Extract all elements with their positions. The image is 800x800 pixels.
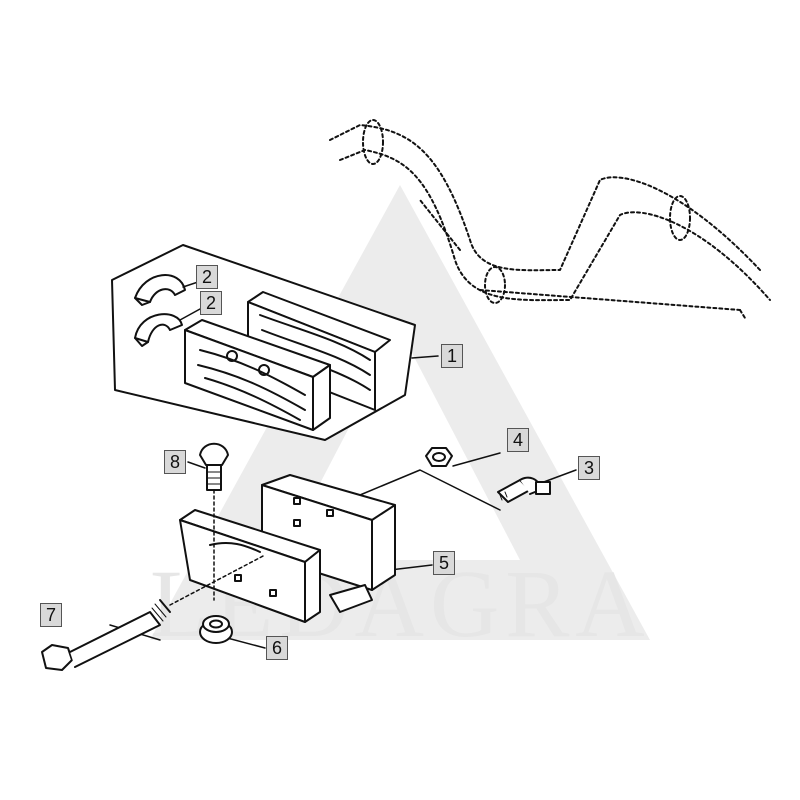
flange-nut: [199, 615, 233, 644]
callout-4: 4: [507, 428, 529, 452]
half-clamp-lower: [134, 313, 183, 347]
callout-7: 7: [40, 603, 62, 627]
callout-3: 3: [578, 456, 600, 480]
callout-6: 6: [266, 636, 288, 660]
hex-nut: [425, 447, 453, 467]
short-bolt: [199, 442, 229, 601]
callout-2-lower: 2: [200, 291, 222, 315]
front-block: [184, 319, 331, 431]
callout-2-upper: 2: [196, 265, 218, 289]
frame-pipe-dotted: [329, 119, 771, 319]
clamp-kit-panel: [111, 244, 416, 441]
rear-block: [247, 291, 391, 411]
callout-5: 5: [433, 551, 455, 575]
callout-8: 8: [164, 450, 186, 474]
leaders: [109, 281, 577, 649]
long-bolt: [41, 554, 266, 671]
grease-fitting: [497, 476, 551, 503]
mounting-bracket: [179, 474, 396, 623]
half-clamp-upper: [134, 274, 186, 306]
callout-1: 1: [441, 344, 463, 368]
